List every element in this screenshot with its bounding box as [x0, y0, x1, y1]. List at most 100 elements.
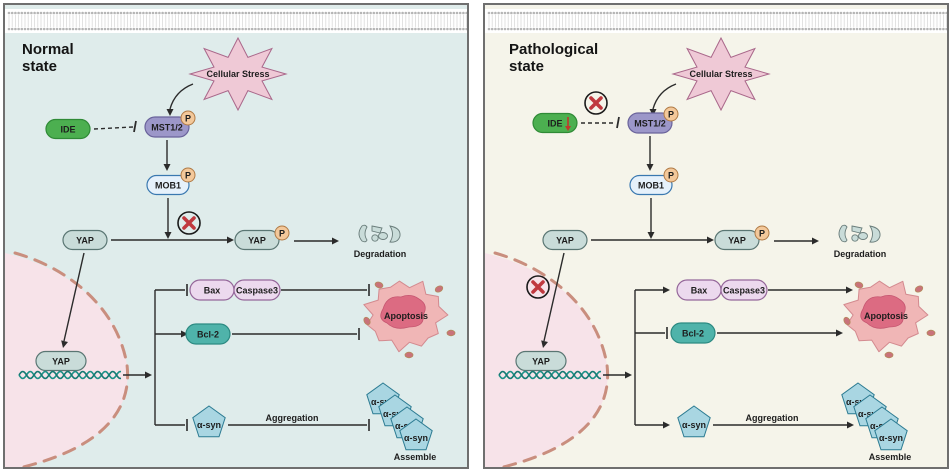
lipid-head	[74, 27, 78, 31]
ide-node: IDE	[532, 112, 578, 134]
lipid-head	[660, 27, 664, 31]
lipid-head	[94, 27, 97, 31]
lipid-head	[282, 27, 286, 31]
lipid-head	[724, 27, 728, 31]
lipid-head	[81, 11, 84, 15]
lipid-head	[865, 11, 868, 15]
lipid-head	[94, 11, 97, 15]
lipid-head	[170, 11, 174, 15]
lipid-head	[366, 11, 369, 15]
lipid-head	[356, 11, 360, 15]
mst-node-label: MST1/2	[634, 119, 666, 129]
lipid-head	[903, 11, 907, 15]
lipid-head	[506, 11, 510, 15]
nuclear-envelope	[13, 251, 130, 467]
lipid-head	[65, 11, 68, 15]
lipid-head	[449, 27, 452, 31]
lipid-head	[743, 27, 747, 31]
lipid-head	[721, 27, 724, 31]
bax-node-label: Bax	[204, 286, 221, 296]
asyn-monomer-label: α-syn	[197, 420, 221, 430]
blocked-circle	[584, 91, 608, 115]
lipid-head	[852, 11, 856, 15]
lipid-head	[58, 27, 62, 31]
lipid-head	[359, 27, 363, 31]
lipid-head	[423, 27, 427, 31]
lipid-head	[276, 11, 280, 15]
fragment	[371, 234, 379, 242]
lipid-head	[628, 27, 632, 31]
lipid-head	[442, 11, 446, 15]
lipid-head	[263, 27, 267, 31]
lipid-head	[455, 11, 459, 15]
apoptotic-bleb	[374, 281, 384, 289]
lipid-head	[346, 27, 350, 31]
yap-cytoplasm-node-shape	[542, 229, 588, 251]
lipid-head	[596, 27, 600, 31]
lipid-head	[311, 11, 315, 15]
lipid-head	[337, 11, 340, 15]
lipid-head	[314, 11, 318, 15]
lipid-head	[782, 11, 785, 15]
lipid-head	[218, 11, 222, 15]
lipid-head	[695, 11, 699, 15]
lipid-head	[794, 11, 798, 15]
lipid-head	[916, 11, 920, 15]
yap-nuclear-node-label: YAP	[532, 357, 550, 367]
lipid-head	[878, 27, 881, 31]
blocked-circle	[526, 275, 550, 299]
lipid-head	[433, 27, 436, 31]
lipid-head	[884, 11, 888, 15]
yap-cytoplasm-node: YAP	[62, 229, 108, 251]
lipid-head	[14, 27, 17, 31]
lipid-head	[839, 27, 843, 31]
phosphate-badge: P	[180, 110, 196, 126]
lipid-head	[746, 27, 750, 31]
lipid-head	[446, 27, 449, 31]
phosphate-circle	[754, 225, 770, 241]
lipid-head	[183, 11, 187, 15]
caspase3-node-label: Caspase3	[723, 286, 765, 296]
lipid-head	[871, 27, 875, 31]
lipid-head	[836, 27, 840, 31]
lipid-head	[654, 27, 657, 31]
asyn-oligomer-label: α-syn	[404, 433, 428, 443]
lipid-head	[874, 27, 878, 31]
lipid-head	[631, 11, 635, 15]
lipid-head	[609, 11, 612, 15]
lipid-head	[858, 27, 862, 31]
blocked-circle	[177, 211, 201, 235]
lipid-head	[33, 27, 36, 31]
lipid-head	[542, 11, 545, 15]
lipid-head	[807, 11, 811, 15]
lipid-head	[7, 27, 11, 31]
lipid-head	[241, 27, 244, 31]
lipid-head	[452, 11, 456, 15]
blocked-cross	[182, 216, 196, 230]
caspase3-node: Caspase3	[233, 279, 281, 301]
lipid-head	[388, 11, 392, 15]
lipid-head	[737, 27, 740, 31]
yap-cytoplasm-node: YAP	[542, 229, 588, 251]
lipid-head	[138, 11, 142, 15]
arrowhead	[227, 236, 234, 244]
lipid-head	[289, 11, 292, 15]
lipid-head	[142, 27, 145, 31]
lipid-head	[30, 27, 33, 31]
lipid-head	[302, 27, 305, 31]
lipid-head	[244, 27, 248, 31]
lipid-head	[20, 27, 24, 31]
blocked-x-icon	[584, 91, 608, 115]
lipid-head	[404, 27, 408, 31]
lipid-head	[503, 11, 507, 15]
lipid-head	[622, 11, 625, 15]
lipid-head	[10, 27, 14, 31]
lipid-head	[382, 27, 385, 31]
arrowhead	[164, 232, 172, 239]
lipid-head	[113, 27, 116, 31]
phosphate-circle	[274, 225, 290, 241]
lipid-head	[532, 11, 536, 15]
asyn-monomer-shape	[677, 405, 711, 438]
lipid-head	[426, 11, 430, 15]
lipid-head	[469, 28, 470, 31]
